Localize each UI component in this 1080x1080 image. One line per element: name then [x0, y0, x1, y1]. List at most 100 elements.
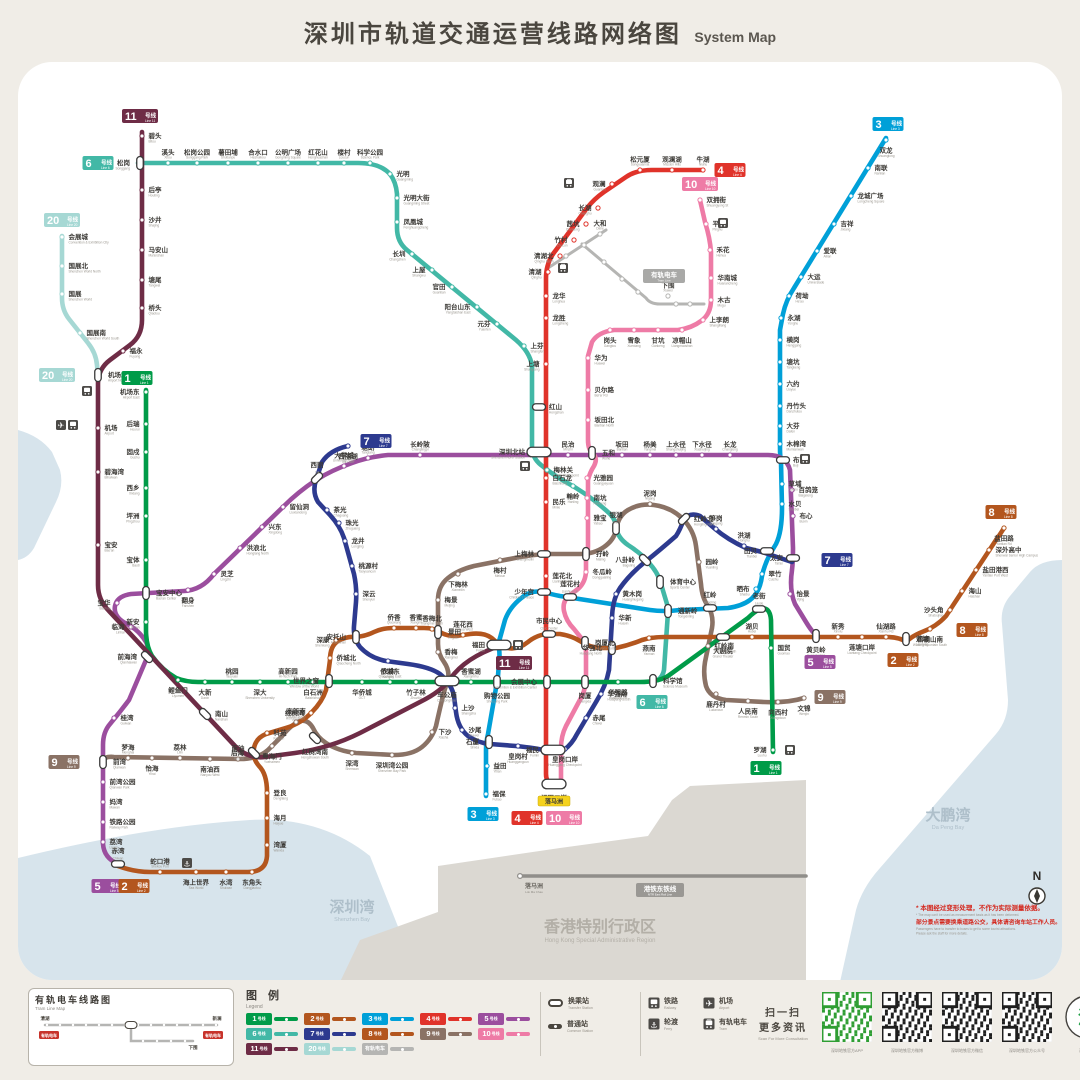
station-竹子林	[413, 679, 419, 685]
svg-text:桥头: 桥头	[149, 303, 163, 312]
svg-text:贝尔路: 贝尔路	[595, 385, 615, 394]
svg-text:西丽: 西丽	[311, 461, 325, 469]
station-侨城东	[387, 679, 393, 685]
svg-text:罗湖: 罗湖	[754, 745, 768, 754]
station-新安	[143, 619, 149, 625]
svg-text:Zhucun: Zhucun	[557, 244, 568, 248]
svg-text:Airport North: Airport North	[108, 379, 126, 383]
svg-text:华强北: 华强北	[583, 643, 603, 652]
svg-text:红山: 红山	[549, 402, 562, 411]
svg-text:坪洲: 坪洲	[127, 511, 141, 520]
scan-line-en: Scan For More Consultation	[758, 1036, 808, 1041]
svg-text:Line 10: Line 10	[705, 187, 716, 191]
station-上芬	[521, 343, 527, 349]
svg-text:红岭北: 红岭北	[694, 514, 714, 523]
svg-text:⚓: ⚓	[650, 1021, 657, 1030]
station-晒布	[753, 586, 759, 592]
transfer-station-莲塘	[902, 631, 910, 647]
svg-text:茶光: 茶光	[333, 505, 348, 514]
svg-text:号线: 号线	[530, 814, 542, 822]
station-横岗	[777, 337, 783, 343]
svg-text:Longjing: Longjing	[352, 545, 364, 549]
station-六约	[777, 381, 783, 387]
svg-text:莲塘口岸: 莲塘口岸	[849, 643, 876, 652]
svg-text:海上世界: 海上世界	[183, 878, 210, 887]
station-机场	[95, 425, 101, 431]
svg-text:Shangsha: Shangsha	[462, 712, 477, 716]
svg-text:Haiyue: Haiyue	[274, 822, 284, 826]
svg-text:Fubao: Fubao	[493, 798, 502, 802]
svg-text:Qianhaiwan: Qianhaiwan	[120, 661, 137, 665]
svg-text:下水径: 下水径	[692, 440, 712, 449]
svg-text:Shenkang: Shenkang	[315, 644, 330, 648]
svg-text:龙华: 龙华	[552, 291, 567, 300]
svg-text:Jixiang: Jixiang	[841, 228, 851, 232]
station-荔湾	[100, 839, 106, 845]
svg-text:布心: 布心	[800, 511, 814, 520]
svg-text:Hongling: Hongling	[704, 601, 717, 605]
svg-text:田贝: 田贝	[744, 547, 758, 555]
svg-text:Tanglang: Tanglang	[362, 451, 375, 455]
sea-dapeng-bay	[840, 560, 1062, 980]
station-福永	[120, 348, 126, 354]
svg-text:Airport East: Airport East	[123, 396, 140, 400]
svg-text:Line 7: Line 7	[840, 563, 849, 567]
svg-text:Tangkeng: Tangkeng	[787, 366, 801, 370]
transfer-station-label: 换乘站	[568, 998, 589, 1005]
svg-text:Cuizhu: Cuizhu	[769, 578, 779, 582]
station-坪洲	[143, 513, 149, 519]
transfer-station-红岭北	[677, 512, 691, 526]
svg-text:白石洲: 白石洲	[303, 688, 323, 697]
transfer-station-石厦	[485, 734, 493, 750]
station-梦海	[125, 755, 131, 761]
station-大芬	[777, 423, 783, 429]
qr-code-2: 深圳地铁官方微博	[880, 990, 934, 1054]
svg-text:Tongxinling: Tongxinling	[678, 615, 694, 619]
svg-text:溪头: 溪头	[162, 148, 176, 157]
svg-text:Xiashuijing: Xiashuijing	[694, 448, 710, 452]
svg-text:Baigelong: Baigelong	[799, 494, 813, 498]
svg-text:福保: 福保	[492, 789, 507, 798]
svg-text:购物公园: 购物公园	[484, 691, 511, 700]
svg-text:有轨电车: 有轨电车	[205, 1032, 221, 1038]
svg-text:水贝: 水贝	[789, 499, 803, 508]
svg-text:Songgang Park: Songgang Park	[186, 156, 208, 160]
svg-text:Hongshan: Hongshan	[549, 411, 564, 415]
station-上李朗	[700, 317, 706, 323]
station-水湾	[223, 869, 229, 875]
transfer-station-太安	[785, 554, 801, 562]
station-国展南	[77, 330, 83, 336]
station-海月	[264, 815, 270, 821]
svg-text:粤海门: 粤海门	[262, 752, 282, 761]
svg-text:Line 3: Line 3	[891, 127, 900, 131]
svg-text:Chiwan: Chiwan	[113, 857, 124, 861]
svg-text:怡海: 怡海	[146, 764, 160, 773]
station-下水径	[699, 452, 705, 458]
station-黄木岗	[613, 591, 619, 597]
svg-text:Line 1: Line 1	[140, 381, 149, 385]
svg-text:Daxin: Daxin	[201, 696, 209, 700]
svg-text:清湖: 清湖	[529, 267, 543, 276]
station-甘坑	[655, 327, 661, 333]
svg-text:永湖: 永湖	[787, 313, 802, 322]
svg-text:Sea World: Sea World	[189, 886, 204, 890]
station-木古	[708, 297, 714, 303]
station-沙井	[139, 217, 145, 223]
svg-text:Futian: Futian	[476, 649, 485, 653]
station-香蜜	[413, 625, 419, 631]
station-观澜湖	[669, 167, 675, 173]
svg-text:福永: 福永	[129, 346, 144, 355]
svg-text:Tianbei: Tianbei	[747, 555, 758, 559]
svg-text:University Town: University Town	[333, 459, 355, 463]
station-光雅园	[584, 475, 590, 481]
svg-text:大剧院: 大剧院	[713, 646, 733, 655]
svg-text:Hongshuwan: Hongshuwan	[286, 717, 305, 721]
page-header: 深圳市轨道交通运营线路网络图 System Map	[0, 14, 1080, 49]
svg-text:7: 7	[364, 436, 370, 448]
